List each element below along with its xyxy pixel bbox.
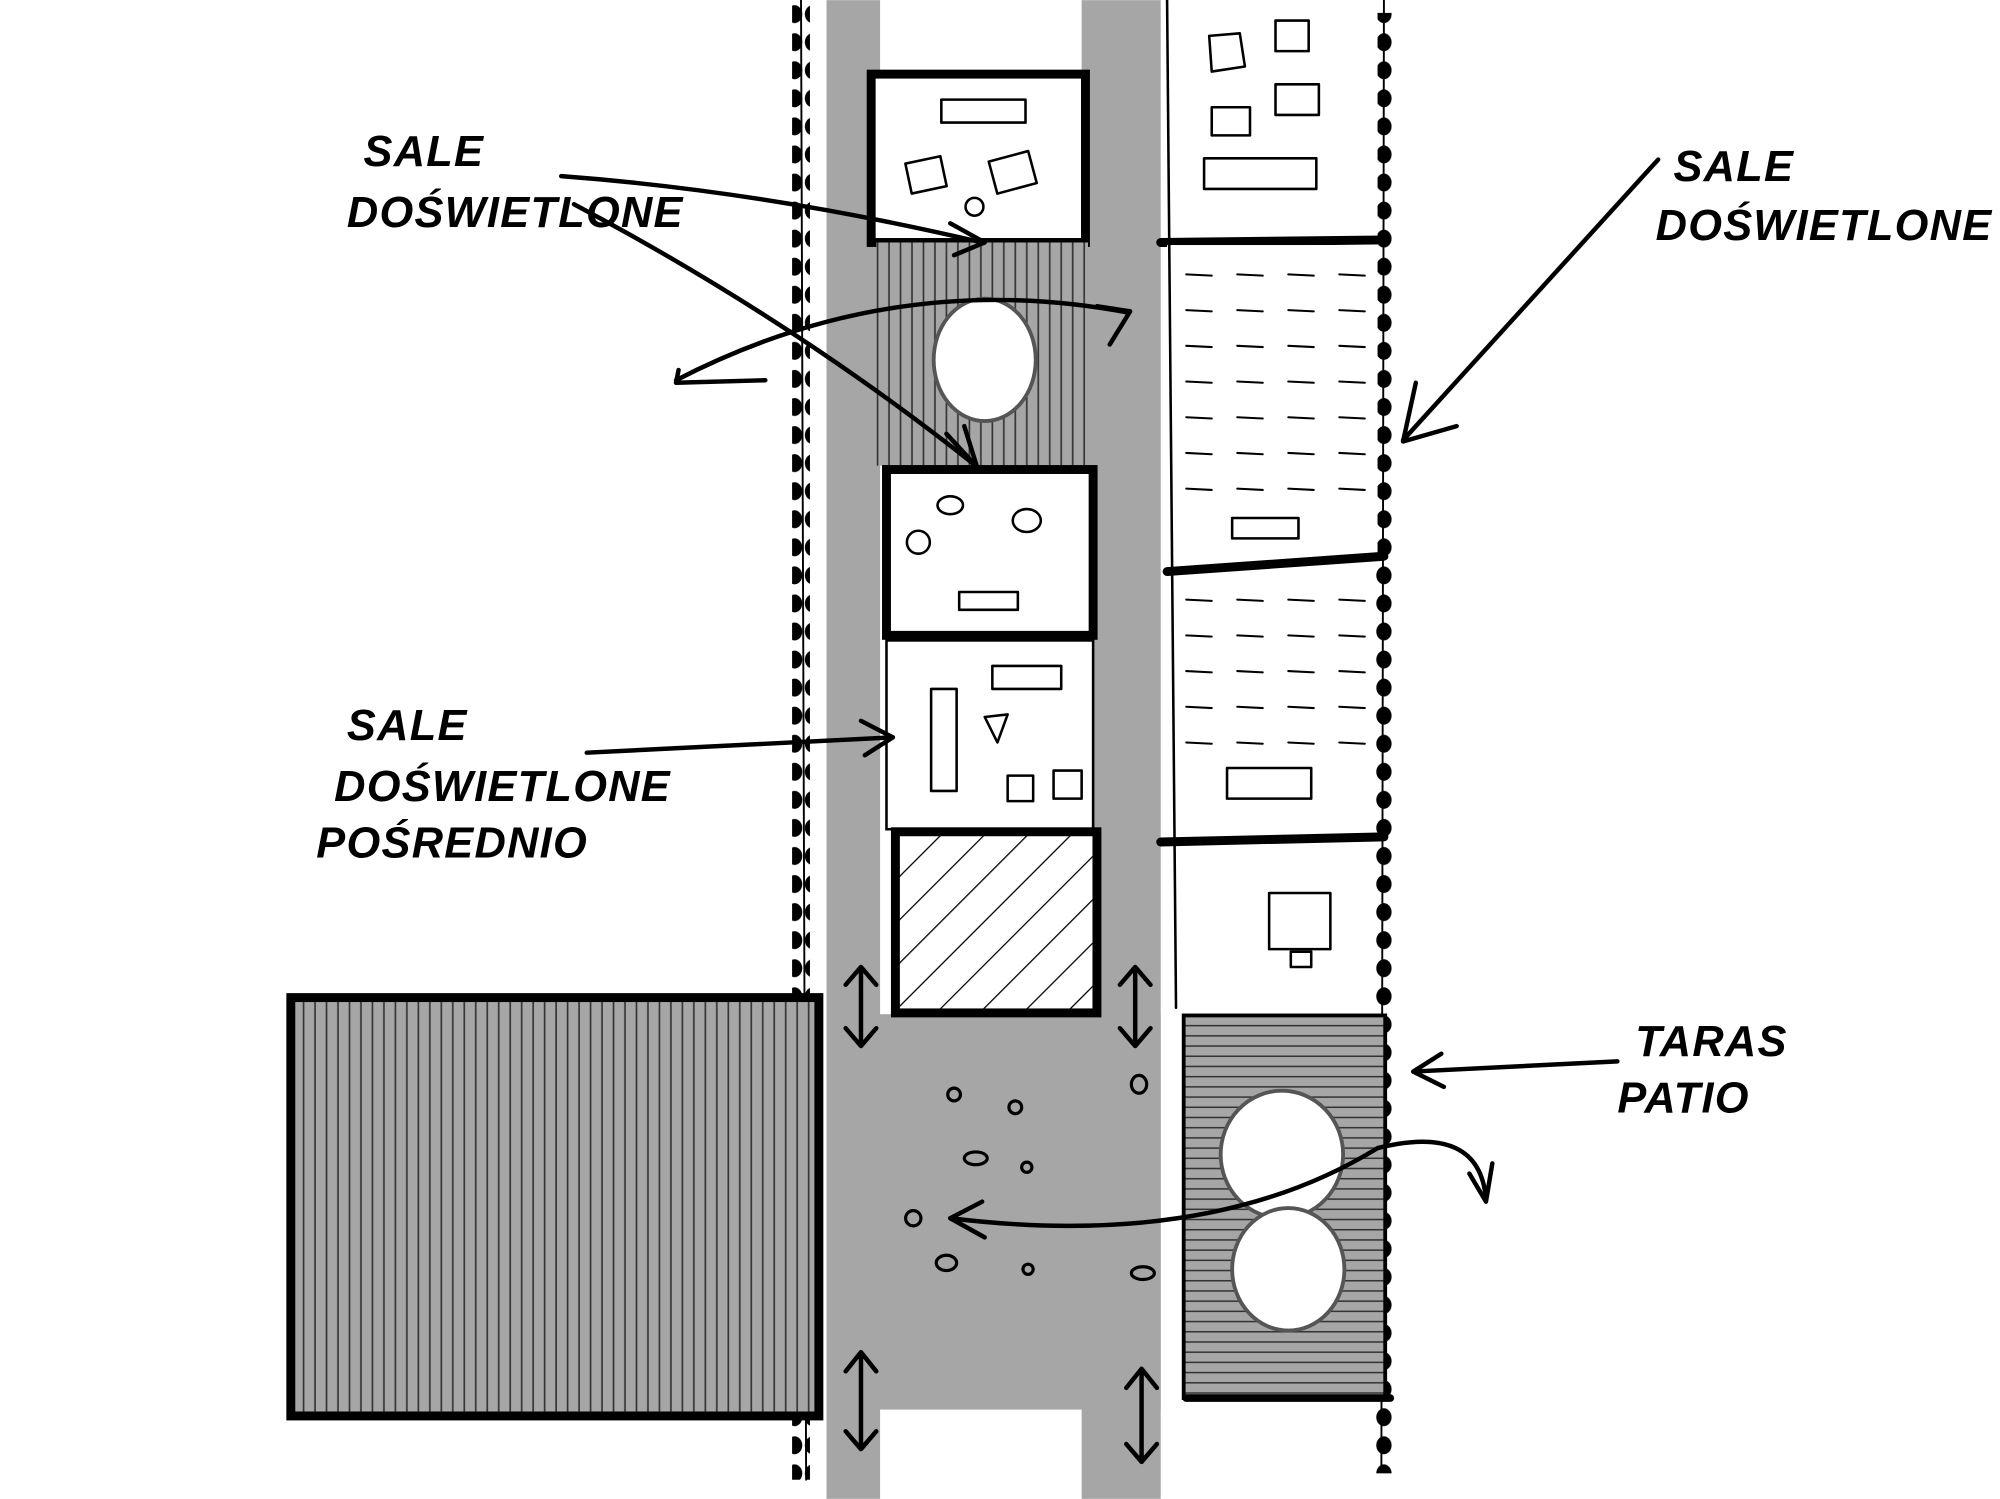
right-column (1156, 0, 1395, 1402)
seat-mark (1185, 380, 1213, 384)
seat-mark (1338, 380, 1366, 384)
seat-mark (1185, 741, 1213, 745)
technical-room-hatched (890, 827, 1102, 1018)
seat-mark (1236, 309, 1264, 313)
central-square (829, 1014, 1161, 1410)
seat-mark (1338, 344, 1366, 349)
seat-mark (1236, 380, 1264, 384)
seat-mark (1236, 705, 1264, 710)
seat-mark (1338, 273, 1366, 277)
hatched-building-block (286, 993, 824, 1421)
label-top-right-line1: SALE (1673, 143, 1794, 191)
seat-mark (1236, 741, 1264, 745)
seat-mark (1185, 344, 1213, 349)
seat-mark (1236, 344, 1264, 349)
seat-mark (1236, 416, 1264, 420)
pebbles (904, 1073, 1156, 1282)
seat-mark (1185, 487, 1213, 491)
seat-mark (1287, 598, 1315, 602)
seat-mark (1338, 451, 1366, 456)
label-middle-left-line2: DOŚWIETLONE (334, 763, 671, 811)
seat-mark (1287, 487, 1315, 491)
corridors (826, 0, 1161, 1499)
arrows (558, 157, 1661, 1465)
seat-mark (1287, 451, 1315, 456)
seat-mark (1338, 598, 1366, 602)
seat-mark (1338, 309, 1366, 313)
seat-mark (1287, 309, 1315, 313)
reading-room (1167, 245, 1378, 562)
seat-mark (1338, 705, 1366, 710)
seat-mark (1287, 273, 1315, 277)
seat-mark (1236, 670, 1264, 674)
seat-mark (1185, 598, 1213, 602)
seat-mark (1236, 598, 1264, 602)
seat-mark (1287, 416, 1315, 420)
seat-mark (1236, 273, 1264, 277)
seat-mark (1185, 273, 1213, 277)
seat-mark (1338, 416, 1366, 420)
seat-mark (1338, 670, 1366, 674)
tree-crown (931, 296, 1038, 423)
seat-mark (1287, 634, 1315, 638)
seat-mark (1287, 705, 1315, 710)
seat-mark (1287, 670, 1315, 674)
seat-mark (1185, 705, 1213, 710)
seat-mark (1185, 634, 1213, 638)
seat-mark (1287, 380, 1315, 384)
middle-column (866, 69, 1102, 1018)
label-top-right-line2: DOŚWIETLONE (1656, 202, 1993, 250)
label-middle-left-line3: POŚREDNIO (316, 819, 588, 867)
seat-mark (1185, 451, 1213, 456)
seat-mark (1185, 416, 1213, 420)
label-middle-left-line1: SALE (347, 702, 468, 750)
label-patio-line1: TARAS (1635, 1018, 1788, 1066)
seat-mark (1236, 487, 1264, 491)
seat-mark (1185, 309, 1213, 313)
seat-mark (1236, 451, 1264, 456)
seat-mark (1287, 344, 1315, 349)
seat-mark (1185, 670, 1213, 674)
seat-mark (1338, 741, 1366, 745)
seat-mark (1338, 487, 1366, 491)
seat-mark (1236, 634, 1264, 638)
label-patio-line2: PATIO (1617, 1074, 1749, 1122)
seat-mark (1338, 634, 1366, 638)
label-top-left-line2: DOŚWIETLONE (347, 189, 684, 237)
seat-mark (1287, 741, 1315, 745)
label-top-left-line1: SALE (364, 128, 485, 176)
